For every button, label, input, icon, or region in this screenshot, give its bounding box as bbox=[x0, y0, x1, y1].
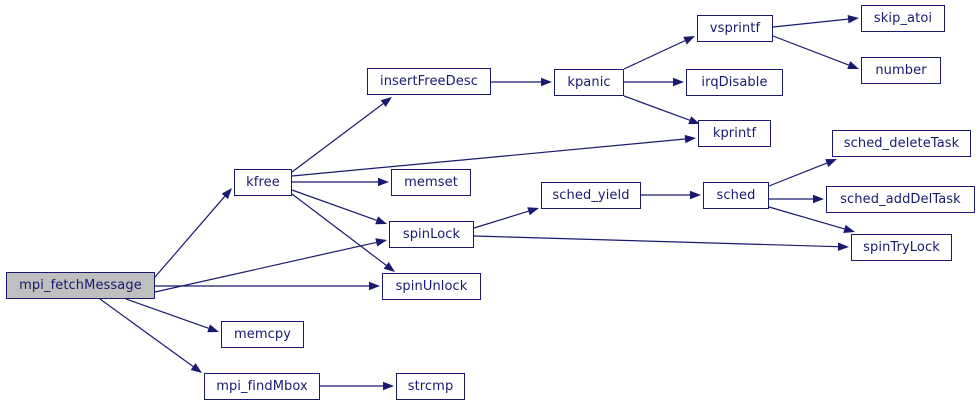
node-label: sched bbox=[716, 188, 756, 203]
edge-kfree-to-spinLock bbox=[291, 189, 387, 225]
edge-kfree-to-insertFreeDesc bbox=[291, 97, 392, 173]
node-label: strcmp bbox=[407, 379, 454, 394]
node-strcmp[interactable]: strcmp bbox=[396, 373, 465, 400]
node-memset[interactable]: memset bbox=[391, 169, 471, 196]
node-sched_addDelTask[interactable]: sched_addDelTask bbox=[826, 186, 975, 213]
edge-mpi_fetchMessage-to-memcpy bbox=[125, 298, 219, 333]
node-irqDisable[interactable]: irqDisable bbox=[686, 69, 783, 96]
node-mpi_findMbox[interactable]: mpi_findMbox bbox=[204, 373, 320, 400]
node-label: mpi_fetchMessage bbox=[19, 278, 142, 293]
edge-mpi_fetchMessage-to-kfree bbox=[154, 188, 232, 278]
edge-kfree-to-memset bbox=[292, 177, 389, 187]
node-skip_atoi[interactable]: skip_atoi bbox=[861, 5, 945, 32]
node-vsprintf[interactable]: vsprintf bbox=[697, 15, 773, 42]
edge-sched_yield-to-sched bbox=[641, 190, 701, 200]
edge-kfree-to-kprintf bbox=[291, 134, 696, 177]
node-memcpy[interactable]: memcpy bbox=[221, 321, 304, 348]
node-insertFreeDesc[interactable]: insertFreeDesc bbox=[367, 68, 491, 95]
edge-mpi_fetchMessage-to-mpi_findMbox bbox=[99, 298, 202, 373]
edge-sched-to-sched_deleteTask bbox=[768, 159, 837, 187]
node-spinUnlock[interactable]: spinUnlock bbox=[382, 273, 481, 300]
node-label: vsprintf bbox=[709, 21, 761, 36]
node-label: spinTryLock bbox=[863, 240, 940, 255]
edge-spinLock-to-spinTryLock bbox=[473, 235, 849, 251]
node-kpanic[interactable]: kpanic bbox=[554, 69, 624, 96]
node-label: kprintf bbox=[712, 126, 757, 141]
edge-vsprintf-to-skip_atoi bbox=[772, 14, 859, 28]
node-number[interactable]: number bbox=[861, 57, 941, 84]
node-label: irqDisable bbox=[701, 75, 768, 90]
node-label: spinLock bbox=[402, 227, 461, 242]
edge-kpanic-to-irqDisable bbox=[624, 77, 684, 87]
node-label: insertFreeDesc bbox=[380, 74, 478, 89]
node-label: memset bbox=[404, 175, 458, 190]
node-label: kfree bbox=[246, 175, 280, 190]
node-label: kpanic bbox=[567, 75, 611, 90]
node-label: sched_yield bbox=[552, 188, 630, 203]
node-mpi_fetchMessage[interactable]: mpi_fetchMessage bbox=[6, 272, 155, 299]
edge-kpanic-to-vsprintf bbox=[623, 36, 695, 70]
edge-mpi_fetchMessage-to-spinUnlock bbox=[155, 281, 380, 291]
node-sched_yield[interactable]: sched_yield bbox=[541, 182, 641, 209]
node-sched_deleteTask[interactable]: sched_deleteTask bbox=[832, 130, 971, 157]
edge-mpi_fetchMessage-to-spinLock bbox=[154, 238, 387, 293]
edge-spinLock-to-sched_yield bbox=[473, 207, 539, 229]
node-spinLock[interactable]: spinLock bbox=[389, 221, 474, 248]
edge-sched-to-sched_addDelTask bbox=[769, 194, 824, 204]
node-spinTryLock[interactable]: spinTryLock bbox=[851, 234, 952, 261]
node-label: sched_addDelTask bbox=[840, 192, 961, 207]
edge-insertFreeDesc-to-kpanic bbox=[491, 77, 552, 87]
edge-vsprintf-to-number bbox=[772, 35, 859, 69]
edge-kfree-to-spinUnlock bbox=[291, 193, 395, 272]
node-label: number bbox=[875, 63, 927, 78]
node-sched[interactable]: sched bbox=[703, 182, 769, 209]
node-label: memcpy bbox=[233, 327, 292, 342]
edge-kpanic-to-kprintf bbox=[623, 95, 700, 125]
node-label: mpi_findMbox bbox=[216, 379, 308, 394]
node-label: skip_atoi bbox=[873, 11, 933, 26]
node-kfree[interactable]: kfree bbox=[234, 169, 292, 196]
node-kprintf[interactable]: kprintf bbox=[698, 120, 771, 147]
node-label: sched_deleteTask bbox=[843, 136, 960, 151]
node-label: spinUnlock bbox=[395, 279, 468, 294]
edge-mpi_findMbox-to-strcmp bbox=[320, 381, 394, 391]
